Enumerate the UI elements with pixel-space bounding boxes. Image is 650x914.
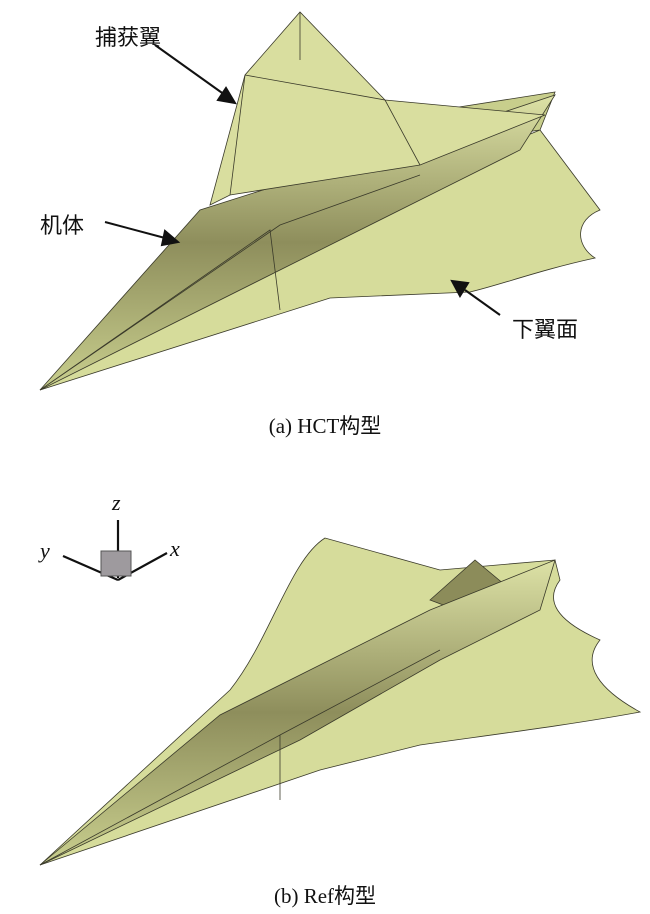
annotation-arrows (104, 44, 501, 316)
axis-z-label: z (112, 490, 121, 515)
label-lower-wing: 下翼面 (512, 317, 579, 342)
ref-body (39, 559, 556, 866)
label-canard: 捕获翼 (95, 25, 162, 50)
axis-x-label: x (170, 536, 180, 561)
hct-canard-wing (209, 11, 546, 206)
axis-triad (62, 520, 168, 582)
ref-aircraft (39, 537, 642, 866)
hct-lower-wing (39, 129, 601, 391)
hct-aircraft (39, 11, 601, 391)
label-body: 机体 (40, 213, 85, 238)
caption-a: (a) HCT构型 (268, 414, 382, 438)
caption-b: (b) Ref构型 (273, 884, 377, 908)
hct-body (39, 94, 556, 391)
axis-y-label: y (40, 538, 50, 563)
